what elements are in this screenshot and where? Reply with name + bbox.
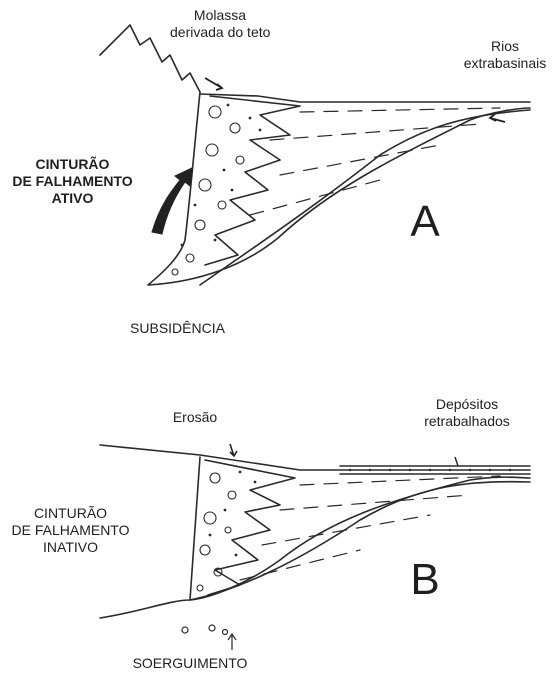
reworked-band xyxy=(339,465,531,475)
reworked-label-line2: retrabalhados xyxy=(424,413,510,429)
panel-a-letter: A xyxy=(410,197,440,246)
reworked-label-line1: Depósitos xyxy=(435,396,499,412)
active-belt-line1: CINTURÃO xyxy=(35,156,110,172)
inactive-belt-line2: DE FALHAMENTO xyxy=(11,522,130,538)
rivers-label-line2: extrabasinais xyxy=(463,55,547,71)
active-belt-line3: ATIVO xyxy=(51,190,94,206)
active-belt-line2: DE FALHAMENTO xyxy=(12,173,133,189)
molasse-arrow xyxy=(204,77,224,91)
erosion-surface xyxy=(99,444,531,471)
proximal-facies-teeth xyxy=(204,95,301,266)
molasse-label-line1: Molassa xyxy=(193,7,247,23)
inactive-belt-line1: CINTURÃO xyxy=(33,505,108,521)
deposits-arrow xyxy=(454,456,459,467)
uplift-markers xyxy=(181,624,237,650)
wedge-boundary xyxy=(147,91,531,286)
reworked-label: Depósitos retrabalhados xyxy=(412,396,522,430)
basin-floor xyxy=(199,109,531,286)
conglomerate-clasts xyxy=(171,105,245,276)
uplift-label: SOERGUIMENTO xyxy=(132,655,248,671)
active-belt-label: CINTURÃO DE FALHAMENTO ATIVO xyxy=(10,156,135,207)
inactive-belt-label: CINTURÃO DE FALHAMENTO INATIVO xyxy=(8,505,133,556)
rivers-arrow xyxy=(488,113,506,123)
subsidence-label: SUBSIDÊNCIA xyxy=(130,320,225,336)
proximal-facies-teeth-b xyxy=(204,459,296,596)
conglomerate-clasts-b xyxy=(196,472,237,592)
basin-surface xyxy=(199,93,531,103)
sand-dots-b xyxy=(208,468,512,557)
panel-b-letter: B xyxy=(410,555,440,604)
uplift-arrow xyxy=(151,167,193,235)
erosion-arrow xyxy=(229,443,238,458)
wedge-boundary-b xyxy=(189,456,531,601)
thrust-belt-peaks xyxy=(99,24,201,93)
rivers-label-line1: Rios xyxy=(490,38,519,54)
rivers-label: Rios extrabasinais xyxy=(455,38,554,72)
erosion-label: Erosão xyxy=(172,409,218,425)
sand-dots xyxy=(180,103,262,247)
molasse-label-line2: derivada do teto xyxy=(170,24,271,40)
basement-curve xyxy=(99,480,531,619)
inactive-belt-line3: INATIVO xyxy=(43,539,98,555)
molasse-label: Molassa derivada do teto xyxy=(170,7,270,41)
